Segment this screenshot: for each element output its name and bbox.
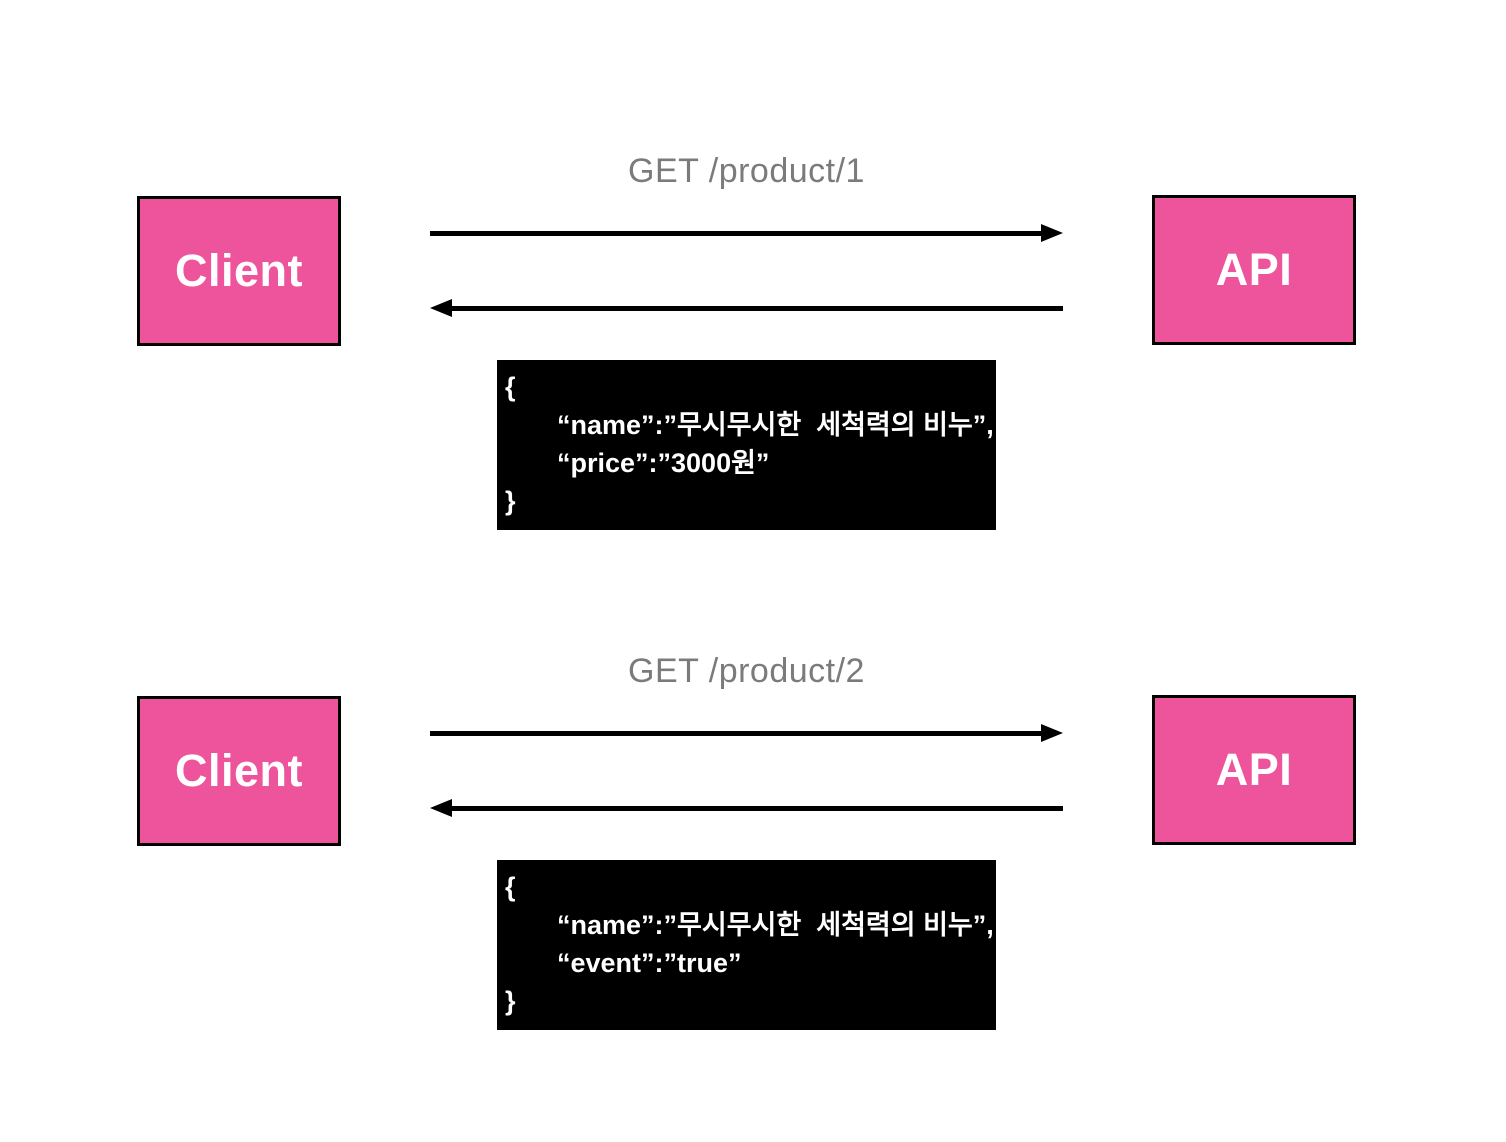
client-box: Client	[137, 196, 341, 346]
response-arrowhead-icon	[430, 299, 452, 317]
client-box-label: Client	[174, 745, 303, 796]
json-close-brace: }	[505, 486, 516, 516]
response-arrow	[430, 299, 1063, 317]
response-arrow-line	[446, 306, 1063, 311]
api-box: API	[1152, 195, 1356, 345]
request-arrowhead-icon	[1041, 224, 1063, 242]
json-line-name: “name”:”무시무시한 세척력의 비누”,	[557, 410, 994, 440]
request-arrow	[430, 724, 1063, 742]
request-arrow-line	[430, 231, 1047, 236]
response-arrow	[430, 799, 1063, 817]
request-arrow	[430, 224, 1063, 242]
json-line-name: “name”:”무시무시한 세척력의 비누”,	[557, 910, 994, 940]
api-box-label: API	[1215, 244, 1293, 295]
api-box: API	[1152, 695, 1356, 845]
request-arrow-line	[430, 731, 1047, 736]
request-label: GET /product/2	[628, 652, 865, 690]
response-arrowhead-icon	[430, 799, 452, 817]
response-json-box: { “name”:”무시무시한 세척력의 비누”, “event”:”true”…	[497, 860, 996, 1030]
client-box-label: Client	[174, 245, 303, 296]
json-line-price: “price”:”3000원”	[557, 448, 770, 478]
json-open-brace: {	[505, 372, 516, 402]
response-arrow-line	[446, 806, 1063, 811]
api-box-label: API	[1215, 744, 1293, 795]
request-arrowhead-icon	[1041, 724, 1063, 742]
json-open-brace: {	[505, 872, 516, 902]
json-line-event: “event”:”true”	[557, 948, 742, 978]
client-box: Client	[137, 696, 341, 846]
json-close-brace: }	[505, 986, 516, 1016]
response-json-box: { “name”:”무시무시한 세척력의 비누”, “price”:”3000원…	[497, 360, 996, 530]
request-label: GET /product/1	[628, 152, 865, 190]
